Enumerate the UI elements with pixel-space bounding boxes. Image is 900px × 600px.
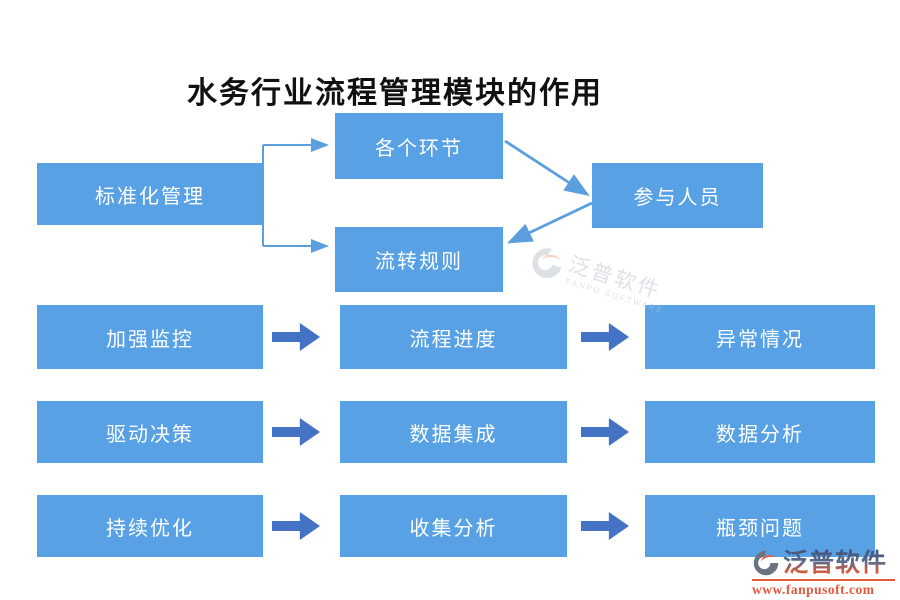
right-arrow-icon [581, 512, 629, 540]
footer-logo: 泛普软件 www.fanpusoft.com [752, 549, 898, 598]
flow-box-participants: 参与人员 [592, 163, 763, 228]
process-box-process-progress: 流程进度 [340, 305, 567, 369]
right-arrow-icon [581, 323, 629, 351]
right-arrow-icon [581, 418, 629, 446]
process-box-strengthen-monitoring: 加强监控 [37, 305, 263, 369]
process-box-collect-analysis: 收集分析 [340, 495, 567, 557]
process-box-bottleneck-problem: 瓶颈问题 [645, 495, 875, 557]
footer-logo-icon [753, 550, 779, 576]
process-box-drive-decision: 驱动决策 [37, 401, 263, 463]
watermark-brand-text: 泛普软件 [565, 253, 665, 304]
flow-box-circulation-rules: 流转规则 [335, 227, 503, 292]
flow-box-standardized-management: 标准化管理 [37, 163, 263, 225]
footer-divider [752, 578, 895, 581]
process-box-data-integration: 数据集成 [340, 401, 567, 463]
right-arrow-icon [272, 512, 320, 540]
watermark-logo-icon [532, 248, 562, 279]
process-box-continuous-optimization: 持续优化 [37, 495, 263, 557]
process-box-data-analysis: 数据分析 [645, 401, 875, 463]
page-title: 水务行业流程管理模块的作用 [187, 76, 603, 111]
arrow-links-to-participants-icon [504, 139, 590, 197]
footer-site-url: www.fanpusoft.com [752, 581, 875, 597]
right-arrow-icon [272, 418, 320, 446]
flow-box-each-link: 各个环节 [335, 113, 503, 179]
arrow-participants-to-rules-icon [506, 201, 593, 244]
process-box-abnormal-situation: 异常情况 [645, 305, 875, 369]
footer-brand-text: 泛普软件 [783, 549, 888, 577]
right-arrow-icon [272, 323, 320, 351]
